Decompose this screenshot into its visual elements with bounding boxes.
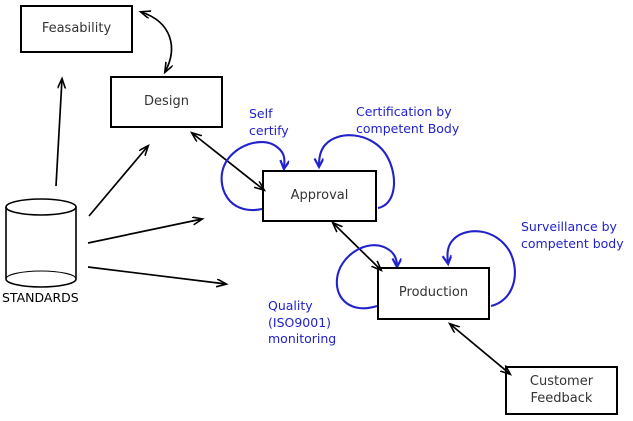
edge-design-approval bbox=[192, 133, 264, 190]
node-feasability[interactable]: Feasability bbox=[20, 5, 133, 53]
edge-standards-to-design bbox=[88, 146, 148, 217]
edge-standards-to-approval-lower bbox=[87, 266, 226, 284]
node-feasability-label: Feasability bbox=[41, 20, 112, 36]
node-approval-label: Approval bbox=[290, 187, 349, 203]
node-design[interactable]: Design bbox=[110, 76, 223, 128]
label-surveillance-by-competent-body: Surveillance by competent body bbox=[521, 219, 624, 251]
edge-approval-production bbox=[333, 223, 381, 270]
edge-design-to-feasability bbox=[141, 12, 171, 72]
node-standards-label: STANDARDS bbox=[2, 290, 79, 305]
label-self-certify: Self certify bbox=[249, 106, 289, 138]
node-customer-feedback-label: Customer Feedback bbox=[529, 374, 594, 406]
edge-production-customer-feedback bbox=[450, 324, 510, 374]
node-customer-feedback[interactable]: Customer Feedback bbox=[505, 366, 618, 415]
edge-standards-to-approval-upper bbox=[87, 219, 202, 244]
edge-standards-to-feasability bbox=[55, 79, 62, 187]
node-design-label: Design bbox=[144, 93, 189, 109]
node-production-label: Production bbox=[398, 285, 469, 301]
loop-approval-self-certify bbox=[220, 141, 285, 212]
label-quality-iso9001-monitoring: Quality (ISO9001) monitoring bbox=[268, 298, 337, 346]
loop-production-surveillance bbox=[447, 230, 516, 308]
label-certification-by-competent-body: Certification by competent Body bbox=[356, 104, 460, 136]
loop-approval-certification bbox=[319, 134, 396, 210]
standards-cylinder-shape bbox=[5, 198, 77, 288]
node-approval[interactable]: Approval bbox=[262, 170, 377, 222]
loop-production-quality bbox=[335, 244, 397, 310]
node-production[interactable]: Production bbox=[377, 267, 490, 320]
